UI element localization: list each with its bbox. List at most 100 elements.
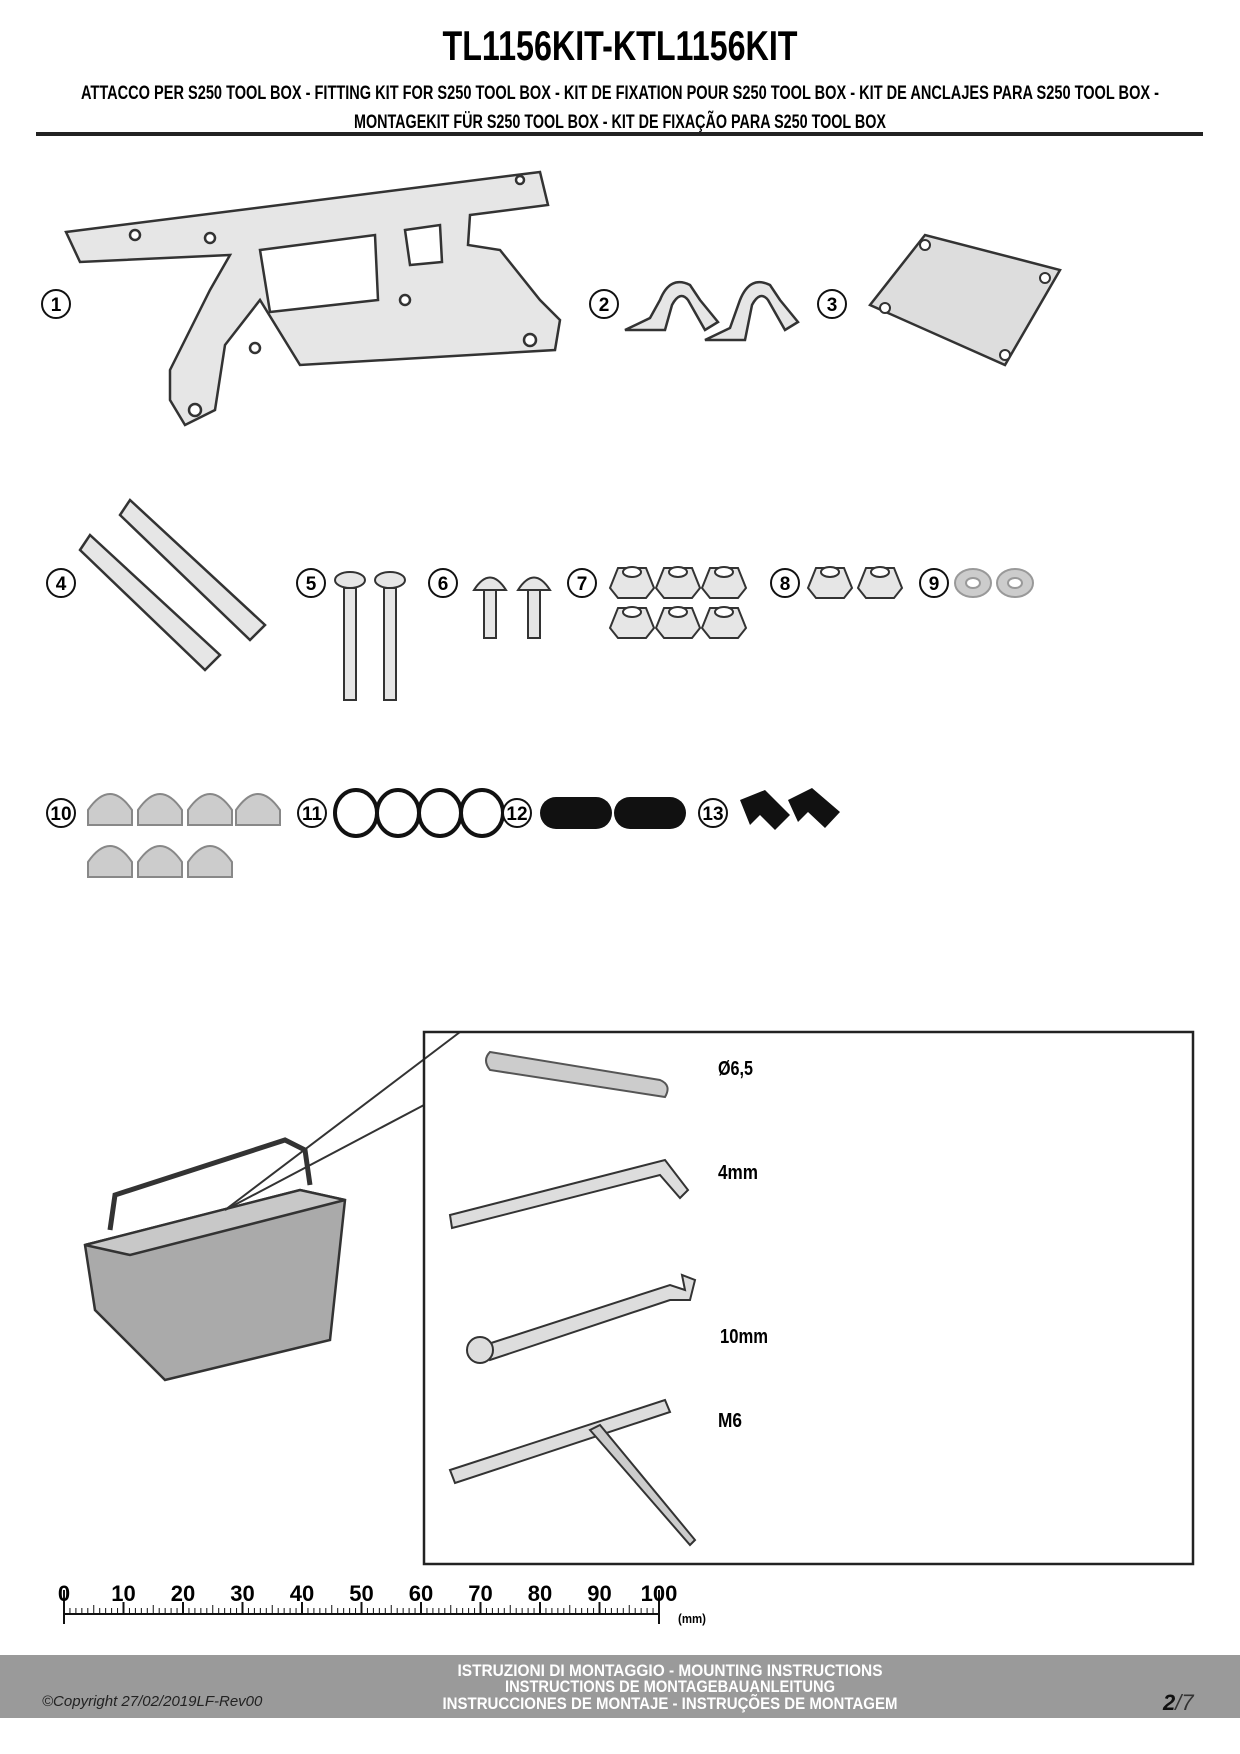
subtitle-line-2: MONTAGEKIT FÜR S250 TOOL BOX - KIT DE FI… bbox=[354, 111, 886, 133]
ruler-label: 0 bbox=[58, 1581, 70, 1606]
nut-hole bbox=[622, 566, 642, 578]
callout-number: 8 bbox=[780, 574, 791, 595]
nut-hole bbox=[668, 566, 688, 578]
part-2-clamps bbox=[624, 280, 800, 342]
callout-circle bbox=[46, 568, 76, 598]
nut bbox=[654, 567, 702, 599]
callout-number: 10 bbox=[50, 804, 71, 825]
callout-8: 8 bbox=[770, 568, 800, 598]
part-3-plate bbox=[868, 233, 1062, 367]
footer-bar bbox=[0, 1655, 1240, 1718]
callout-3: 3 bbox=[817, 289, 847, 319]
callout-circle bbox=[567, 568, 597, 598]
callout-10: 10 bbox=[46, 798, 76, 828]
tools-frame bbox=[422, 1030, 1195, 1566]
callout-circle bbox=[502, 798, 532, 828]
callout-number: 5 bbox=[306, 574, 317, 595]
part-5-screws bbox=[334, 571, 406, 701]
callout-12: 12 bbox=[502, 798, 532, 828]
cap-nut bbox=[87, 845, 133, 878]
footer-line-3: INSTRUCCIONES DE MONTAJE - INSTRUÇÕES DE… bbox=[443, 1693, 898, 1713]
nut bbox=[654, 607, 702, 639]
callout-2: 2 bbox=[589, 289, 619, 319]
ruler-label: 20 bbox=[171, 1581, 195, 1606]
part-4-spacer-bars bbox=[78, 498, 267, 672]
nut-hole bbox=[714, 566, 734, 578]
callout-number: 12 bbox=[506, 804, 527, 825]
nut-hole bbox=[870, 566, 890, 578]
part-6-screws bbox=[472, 576, 552, 639]
callout-6: 6 bbox=[428, 568, 458, 598]
part-13-clips bbox=[740, 788, 840, 830]
drill-bit-label: Ø6,5 bbox=[718, 1058, 753, 1080]
part-12-rubber-pads bbox=[540, 797, 686, 829]
ruler-label: 30 bbox=[230, 1581, 254, 1606]
header-rule bbox=[36, 132, 1203, 136]
cap-nut bbox=[187, 793, 233, 826]
cap-nut bbox=[137, 845, 183, 878]
callout-number: 1 bbox=[51, 295, 62, 316]
ruler-label: 10 bbox=[111, 1581, 135, 1606]
subtitle-line-1: ATTACCO PER S250 TOOL BOX - FITTING KIT … bbox=[81, 83, 1159, 104]
ruler-label: 60 bbox=[409, 1581, 433, 1606]
callout-circle bbox=[919, 568, 949, 598]
part-9-washers bbox=[954, 568, 1034, 598]
nut-hole bbox=[622, 606, 642, 618]
tap-wrench-icon bbox=[448, 1398, 697, 1547]
copyright-text: ©Copyright 27/02/2019LF-Rev00 bbox=[42, 1693, 263, 1710]
ruler-label: 100 bbox=[641, 1581, 678, 1606]
part-1-bracket bbox=[64, 170, 562, 427]
callout-circle bbox=[770, 568, 800, 598]
tap-label: M6 bbox=[718, 1410, 742, 1432]
ruler-label: 70 bbox=[468, 1581, 492, 1606]
callout-9: 9 bbox=[919, 568, 949, 598]
callout-11: 11 bbox=[297, 798, 327, 828]
callout-4: 4 bbox=[46, 568, 76, 598]
callout-number: 6 bbox=[438, 574, 449, 595]
cap-nut bbox=[137, 793, 183, 826]
part-11-o-rings bbox=[333, 788, 505, 838]
nut bbox=[806, 567, 854, 599]
wrench-label: 10mm bbox=[720, 1326, 768, 1348]
nut bbox=[608, 607, 656, 639]
nut bbox=[608, 567, 656, 599]
footer-line-2: INSTRUCTIONS DE MONTAGEBAUANLEITUNG bbox=[505, 1677, 835, 1696]
callout-number: 2 bbox=[599, 295, 610, 316]
callout-1: 1 bbox=[41, 289, 71, 319]
callout-5: 5 bbox=[296, 568, 326, 598]
callout-circle bbox=[589, 289, 619, 319]
cap-nut bbox=[187, 845, 233, 878]
toolbox-illustration bbox=[83, 1031, 461, 1382]
footer-line-1: ISTRUZIONI DI MONTAGGIO - MOUNTING INSTR… bbox=[458, 1661, 883, 1680]
part-10-caps bbox=[87, 793, 281, 878]
callout-circle bbox=[46, 798, 76, 828]
cap-nut bbox=[87, 793, 133, 826]
page-current: 2 bbox=[1162, 1690, 1176, 1715]
wrench-icon bbox=[466, 1273, 697, 1364]
cap-nut bbox=[235, 793, 281, 826]
callout-number: 4 bbox=[56, 574, 67, 595]
callout-number: 9 bbox=[929, 574, 940, 595]
callout-circle bbox=[41, 289, 71, 319]
callout-circle bbox=[817, 289, 847, 319]
ruler-label: 80 bbox=[528, 1581, 552, 1606]
nut-hole bbox=[668, 606, 688, 618]
ruler-label: 90 bbox=[587, 1581, 611, 1606]
nut-hole bbox=[714, 606, 734, 618]
drill-bit-icon bbox=[485, 1050, 669, 1099]
part-7-nuts bbox=[608, 566, 748, 639]
callout-7: 7 bbox=[567, 568, 597, 598]
callout-circle bbox=[296, 568, 326, 598]
nut bbox=[856, 567, 904, 599]
callout-13: 13 bbox=[698, 798, 728, 828]
part-8-nuts bbox=[806, 566, 904, 599]
nut bbox=[700, 607, 748, 639]
callout-number: 7 bbox=[577, 574, 588, 595]
nut bbox=[700, 567, 748, 599]
page-number: 2/7 bbox=[1162, 1690, 1194, 1715]
callout-number: 13 bbox=[702, 804, 723, 825]
ruler-label: 40 bbox=[290, 1581, 314, 1606]
